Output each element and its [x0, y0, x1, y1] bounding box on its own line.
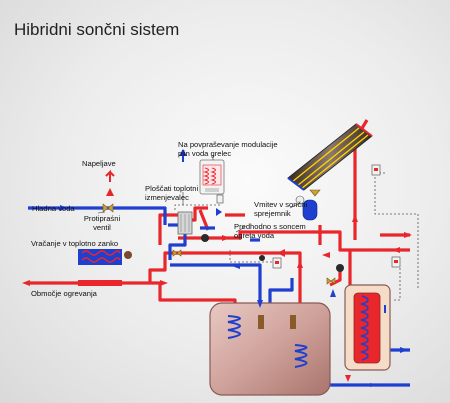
- leader-lines: [97, 155, 301, 233]
- plate-heat-exchanger: [177, 211, 193, 235]
- label-vracanje: Vračanje v toplotno zanko: [31, 239, 119, 248]
- label-protiprasni-ventil: Protipraśni ventil: [83, 214, 121, 232]
- label-napeljave: Napeljave: [82, 159, 116, 168]
- sensor-leds: [275, 168, 398, 264]
- flow-arrows: [22, 149, 412, 387]
- gas-water-heater: [199, 159, 225, 195]
- heating-zone-coil: [78, 249, 122, 286]
- label-ploscati-izmenjevalec: Ploščati toplotni izmenjevalec: [145, 184, 199, 202]
- solar-collector: [287, 123, 373, 191]
- label-obmocje: Območje ogrevanja: [31, 289, 97, 298]
- page-title: Hibridni sončni sistem: [14, 20, 180, 39]
- valves: [102, 189, 336, 285]
- label-na-povprasevanje: Na povpraševanje modulacije plin voda gr…: [178, 140, 278, 158]
- label-predhodno: Predhodno s soncem ogreta voda: [234, 222, 306, 240]
- buffer-tank: [209, 302, 331, 396]
- solar-storage-tank: [344, 284, 391, 371]
- circulation-pumps: [124, 234, 344, 272]
- label-vmitev: Vmitev v sončni sprejemnik: [254, 200, 308, 218]
- expansion-vessel: [295, 195, 318, 221]
- label-hladna-voda: Hladna voda: [32, 204, 75, 213]
